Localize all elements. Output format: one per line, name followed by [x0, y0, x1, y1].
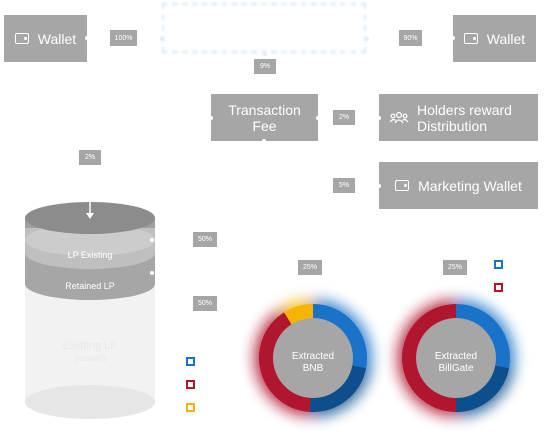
- connector-dot: [209, 116, 213, 120]
- percent-9: 9%: [254, 59, 276, 74]
- connector-dot: [316, 116, 320, 120]
- extracted-billgate-donut: Extracted BillGate: [397, 299, 515, 417]
- source-wallet-box: Wallet: [4, 15, 87, 62]
- connector-dot: [85, 36, 89, 40]
- marketing-wallet-box: Marketing Wallet: [379, 162, 538, 209]
- donut-center: [416, 318, 496, 398]
- legend-swatch: [186, 403, 195, 412]
- retained-lp-label: Retained LP: [65, 281, 115, 291]
- donut-slice: [312, 304, 367, 369]
- connector-dot: [365, 37, 369, 41]
- wallet-icon: [395, 180, 410, 191]
- connector-dot: [160, 37, 164, 41]
- connector-dot: [377, 116, 381, 120]
- donut-slice: [455, 365, 510, 412]
- dest-wallet-box: Wallet: [453, 15, 536, 62]
- lp-cylinder: LP Existing Retained LP Existing LP (loc…: [25, 202, 155, 419]
- percent-5-marketing: 5%: [333, 178, 355, 193]
- percent-50-retained: 50%: [193, 296, 217, 311]
- center-node: [162, 3, 366, 53]
- donut-center: [273, 318, 353, 398]
- percent-100: 100%: [110, 30, 137, 46]
- connector-dot: [377, 184, 381, 188]
- lp-existing-label: LP Existing: [68, 250, 113, 260]
- percent-50-existing: 50%: [193, 232, 217, 247]
- transaction-fee-box: Transaction Fee: [211, 94, 318, 141]
- connector-dot: [262, 139, 266, 143]
- connector-dot: [150, 238, 154, 242]
- percent-2-lp: 2%: [79, 150, 101, 165]
- percent-2-holders: 2%: [333, 110, 355, 125]
- legend-swatch: [186, 357, 195, 366]
- donut-billgate-label-2: BillGate: [438, 363, 473, 374]
- wallet-icon: [463, 33, 478, 44]
- percent-90: 90%: [399, 30, 422, 46]
- donut-slice: [455, 304, 510, 369]
- donut-slice: [284, 304, 314, 325]
- percent-25-bnb: 25%: [298, 260, 322, 275]
- source-wallet-label: Wallet: [37, 30, 77, 47]
- marketing-wallet-label: Marketing Wallet: [418, 177, 522, 194]
- holders-reward-box: Holders reward Distribution: [379, 94, 538, 141]
- legend-swatch: [494, 260, 503, 269]
- holders-reward-label-2: Distribution: [417, 117, 488, 134]
- connector-dot: [263, 52, 267, 56]
- connector-dot: [451, 36, 455, 40]
- people-icon: [389, 111, 409, 123]
- existing-lp-label-1: Existing LP: [62, 340, 117, 352]
- donut-billgate-label-1: Extracted: [435, 351, 477, 362]
- connector-dot: [150, 271, 154, 275]
- donut-slice: [309, 365, 367, 412]
- existing-lp-label-2: (locked): [74, 353, 106, 363]
- donut-bnb-label-2: BNB: [303, 363, 324, 374]
- holders-reward-label-1: Holders reward: [417, 101, 512, 118]
- transaction-fee-label-2: Fee: [252, 117, 277, 134]
- extracted-bnb-donut: Extracted BNB: [254, 299, 372, 417]
- wallet-icon: [14, 33, 29, 44]
- donut-bnb-label-1: Extracted: [292, 351, 334, 362]
- legend-swatch: [494, 283, 503, 292]
- transaction-fee-label-1: Transaction: [228, 101, 301, 118]
- percent-25-billgate: 25%: [443, 260, 467, 275]
- dest-wallet-label: Wallet: [486, 30, 526, 47]
- donut-slice: [259, 312, 311, 412]
- legend-swatch: [186, 380, 195, 389]
- donut-slice: [402, 304, 457, 412]
